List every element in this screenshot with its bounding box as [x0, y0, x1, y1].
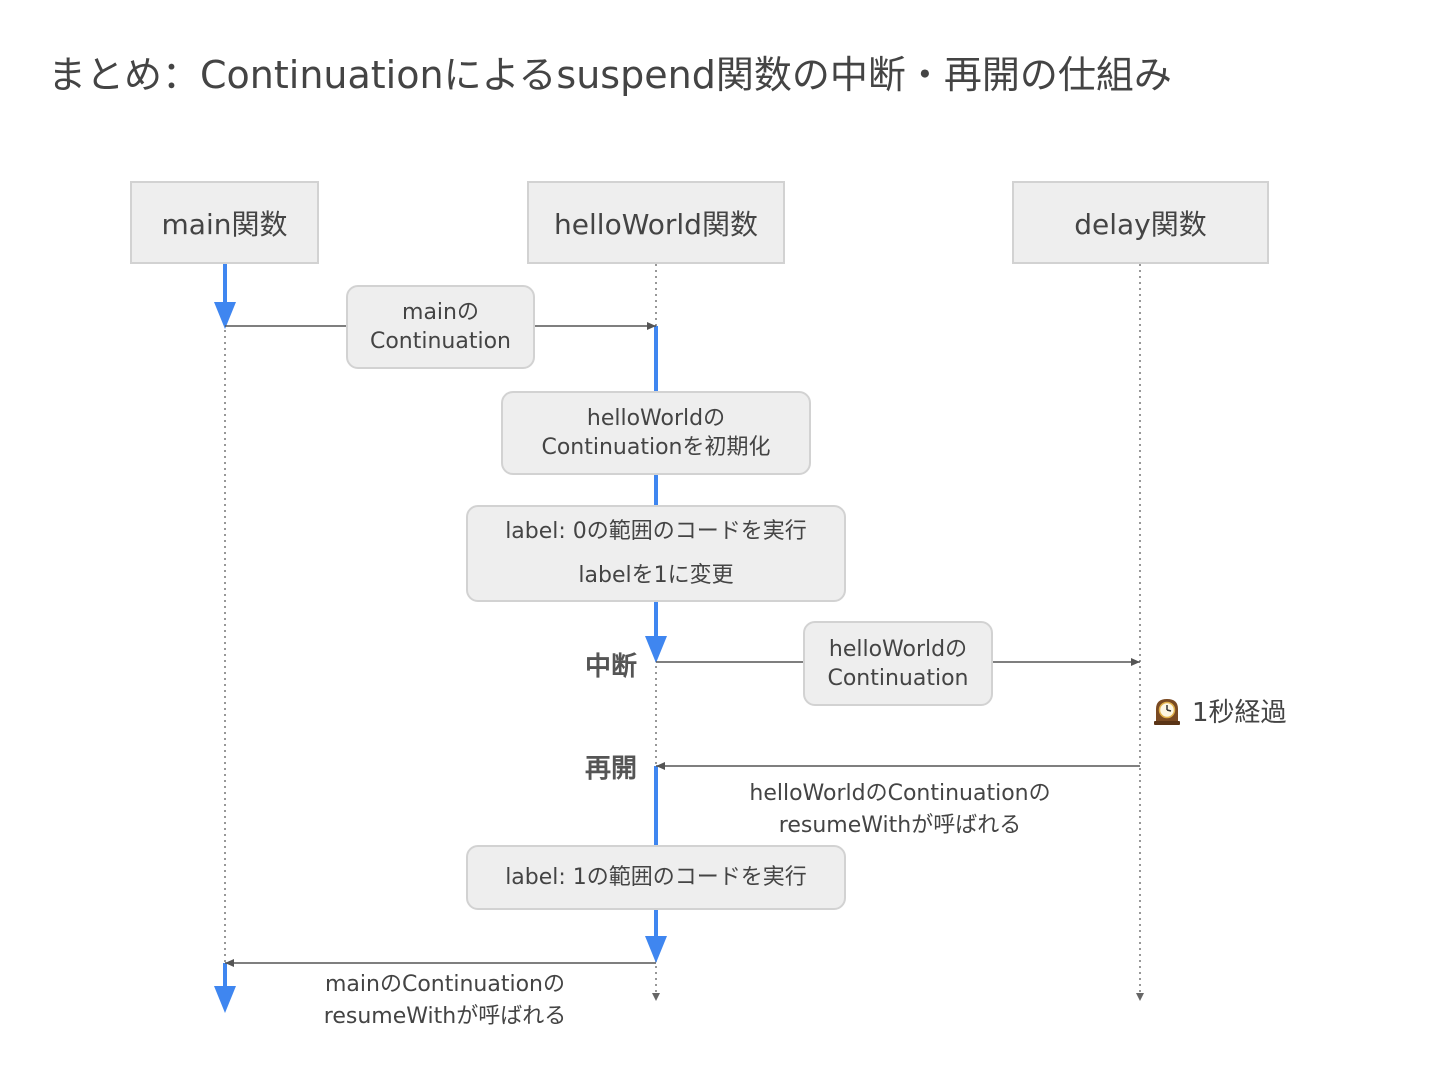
init-continuation-line-2: Continuationを初期化 [541, 435, 771, 460]
delay-lifeline-end-arrow [1136, 993, 1144, 1001]
init-continuation-line-1: helloWorldの [586, 406, 726, 431]
participant-delay: delay関数 [1012, 181, 1269, 264]
main-resume-line-2: resumeWithが呼ばれる [323, 1004, 567, 1029]
participant-delay-label: delay関数 [1074, 207, 1207, 241]
exec-label0-box: label: 0の範囲のコードを実行 labelを1に変更 [466, 505, 846, 602]
helloworld-continuation-box: helloWorldの Continuation [803, 621, 993, 706]
exec-label0-line-1: label: 0の範囲のコードを実行 [505, 518, 807, 544]
exec-label1-box: label: 1の範囲のコードを実行 [466, 845, 846, 910]
main-active-bar-2 [214, 963, 236, 1013]
participant-helloworld: helloWorld関数 [527, 181, 785, 264]
delay-resume-call-label: helloWorldのContinuationの resumeWithが呼ばれる [730, 778, 1070, 842]
suspend-label: 中断 [585, 652, 638, 682]
page-title: まとめ：Continuationによるsuspend関数の中断・再開の仕組み [48, 53, 1172, 97]
main-continuation-line-2: Continuation [369, 329, 511, 354]
main-continuation-box: mainの Continuation [346, 285, 535, 369]
main-resume-line-1: mainのContinuationの [325, 972, 565, 997]
main-active-bar-1 [214, 264, 236, 329]
mantelpiece-clock-icon [1154, 698, 1180, 725]
participant-main-label: main関数 [161, 207, 288, 241]
delay-resume-line-2: resumeWithが呼ばれる [778, 813, 1022, 838]
main-continuation-line-1: mainの [402, 300, 479, 325]
timer-label: 1秒経過 [1152, 692, 1287, 729]
participant-helloworld-label: helloWorld関数 [554, 207, 758, 241]
exec-label1-line-1: label: 1の範囲のコードを実行 [505, 865, 807, 890]
helloworld-continuation-line-2: Continuation [827, 665, 969, 691]
exec-label0-line-2: labelを1に変更 [578, 562, 734, 588]
delay-resume-line-1: helloWorldのContinuationの [749, 781, 1051, 806]
main-resume-call-label: mainのContinuationの resumeWithが呼ばれる [290, 969, 600, 1033]
timer-text: 1秒経過 [1192, 698, 1287, 728]
helloworld-lifeline-end-arrow [652, 993, 660, 1001]
helloworld-active-bar-1 [645, 326, 667, 663]
resume-label: 再開 [585, 754, 638, 784]
participant-main: main関数 [130, 181, 319, 264]
helloworld-continuation-line-1: helloWorldの [828, 636, 968, 662]
init-continuation-box: helloWorldの Continuationを初期化 [501, 391, 811, 475]
